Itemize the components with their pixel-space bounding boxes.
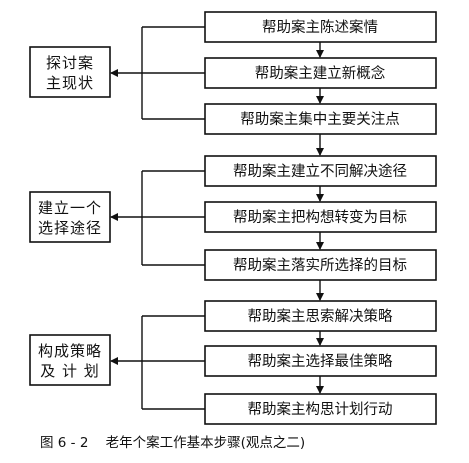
step-box-1-2 xyxy=(204,57,437,89)
phase-label-2-line-1: 建立一个 xyxy=(38,199,102,217)
phase-label-1-line-2: 主现状 xyxy=(46,74,94,92)
step-label-1-1: 帮助案主陈述案情 xyxy=(262,18,378,36)
step-label-3-3: 帮助案主构思计划行动 xyxy=(248,400,393,418)
step-label-2-2: 帮助案主把构想转变为目标 xyxy=(233,208,407,226)
phase-box-1 xyxy=(29,46,111,98)
step-label-3-2: 帮助案主选择最佳策略 xyxy=(248,352,393,370)
phase-bracket-1 xyxy=(110,26,205,120)
phase-label-3-line-1: 构成策略 xyxy=(38,342,102,360)
step-label-2-3: 帮助案主落实所选择的目标 xyxy=(233,256,407,274)
figure-caption: 图 6 - 2 老年个案工作基本步骤(观点之二) xyxy=(40,434,305,451)
phase-bracket-2 xyxy=(110,170,205,266)
phase-box-2 xyxy=(29,191,111,243)
phase-label-2-line-2: 选择途径 xyxy=(38,219,102,237)
step-label-1-3: 帮助案主集中主要关注点 xyxy=(240,110,400,128)
phase-box-3 xyxy=(29,334,111,386)
step-label-2-1: 帮助案主建立不同解决途径 xyxy=(233,162,407,180)
phase-label-3-line-2: 及 计 划 xyxy=(40,362,100,380)
phase-bracket-3 xyxy=(110,315,205,410)
phase-label-1-line-1: 探讨案 xyxy=(46,54,94,72)
step-label-3-1: 帮助案主思索解决策略 xyxy=(248,307,393,325)
step-label-1-2: 帮助案主建立新概念 xyxy=(255,64,386,82)
step-box-2-1 xyxy=(204,155,437,187)
